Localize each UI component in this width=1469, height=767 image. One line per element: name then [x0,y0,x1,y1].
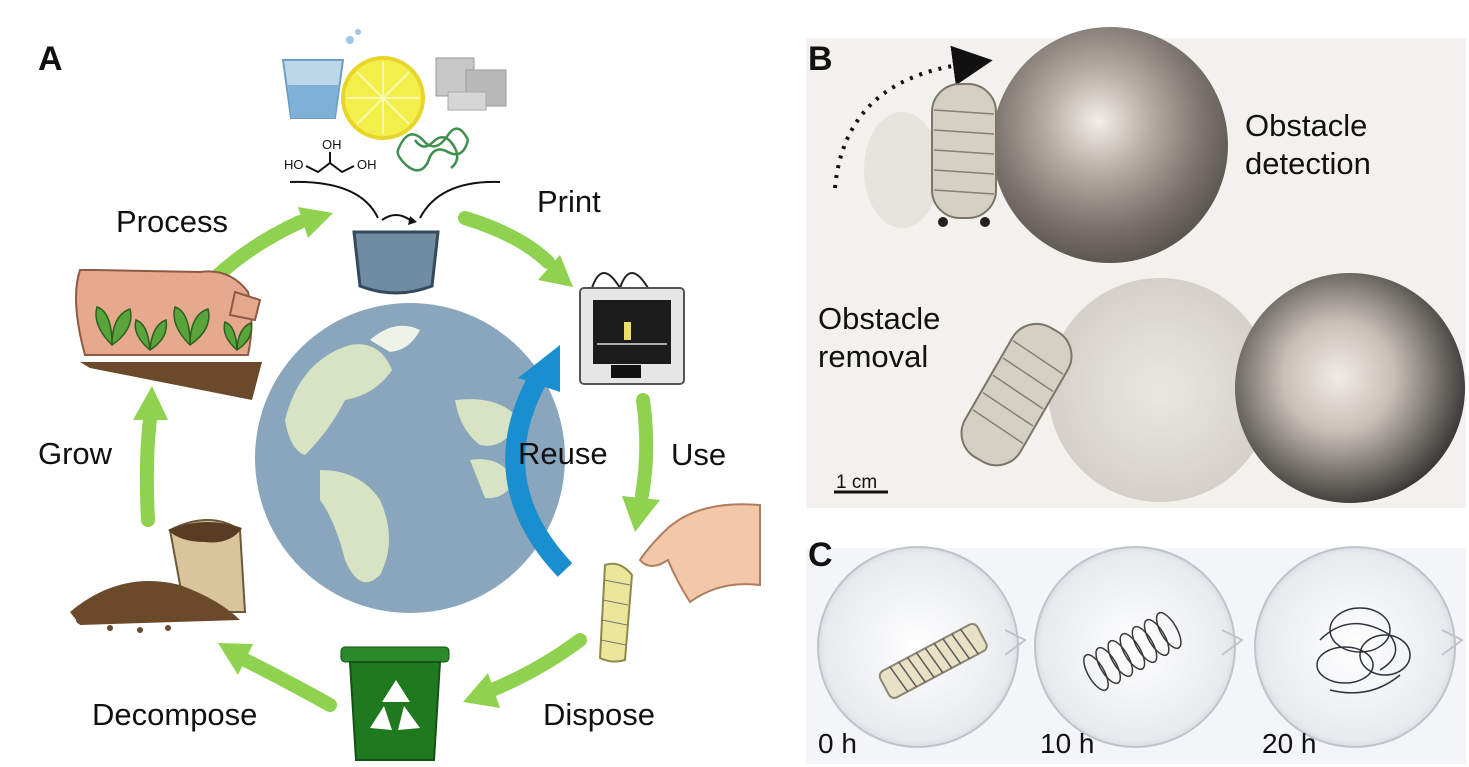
label-dispose: Dispose [543,697,655,732]
panel-b-image [806,27,1466,508]
detection-line2: detection [1245,146,1371,181]
arrow-head-use [622,496,660,532]
label-reuse: Reuse [518,436,608,471]
arrow-head-grow [133,386,168,420]
label-grow: Grow [38,436,113,471]
globe-icon [255,303,565,613]
detection-line1: Obstacle [1245,108,1368,143]
recycle-bin-icon [340,646,450,761]
ghost-robot-top [864,112,940,228]
gelatin-strands-icon [396,127,470,172]
funnel-left-line [289,180,379,219]
steel-sphere-bottom [1235,273,1465,503]
pig-field-icon [75,269,262,400]
label-use: Use [671,437,727,472]
arrow-bin-to-decompose [238,653,337,712]
lemon-slice-icon [341,56,425,140]
time-label-0h: 0 h [818,728,857,759]
removal-line1: Obstacle [818,301,941,336]
dish-20h [1254,546,1464,748]
recycle-symbol-icon [370,680,420,730]
robot-top [931,83,997,227]
panel-a-letter: A [38,40,63,78]
panel-b-letter: B [808,40,833,78]
chem-oh-right: OH [357,157,377,172]
funnel-right-line [419,180,501,219]
arrow-head-decompose [218,643,253,675]
hand-device-icon [598,503,761,663]
arrow-head-print [538,255,573,287]
reuse-arrow [505,345,573,577]
dish-10h [1034,546,1244,748]
arrow-dispose-to-bin [485,633,587,697]
label-obstacle-detection: Obstacle detection [1245,107,1371,183]
printer-icon [579,272,685,385]
scale-bar-label: 1 cm [836,472,878,493]
arrow-print-to-use [635,393,654,502]
panel-c-letter: C [808,536,833,574]
arrow-grow-up [139,413,157,527]
water-glass-icon [281,29,361,119]
ghost-sphere [1048,278,1272,502]
arrow-process-to-top [208,215,307,285]
arrow-top-to-print [458,211,555,269]
removal-line2: removal [818,339,929,374]
mixing-pot-icon [352,214,440,295]
label-process: Process [116,204,228,239]
time-label-20h: 20 h [1262,728,1317,759]
time-label-10h: 10 h [1040,728,1095,759]
cycle-arrows [133,207,660,712]
label-print: Print [537,184,601,219]
panel-c-image [806,546,1466,764]
chem-ho-left: HO [284,157,304,172]
glycerol-structure-icon [305,152,355,174]
arrow-head-bin [463,673,500,708]
soil-bag-icon [70,519,247,633]
dish-0h [817,546,1027,748]
sugar-cubes-icon [435,57,507,111]
label-obstacle-removal: Obstacle removal [818,300,940,376]
robot-bottom [960,322,1073,467]
chem-oh-top: OH [322,137,342,152]
ingredients-group [281,29,507,219]
arrow-head-process [298,207,333,238]
label-decompose: Decompose [92,697,258,732]
steel-sphere-top [992,27,1228,263]
